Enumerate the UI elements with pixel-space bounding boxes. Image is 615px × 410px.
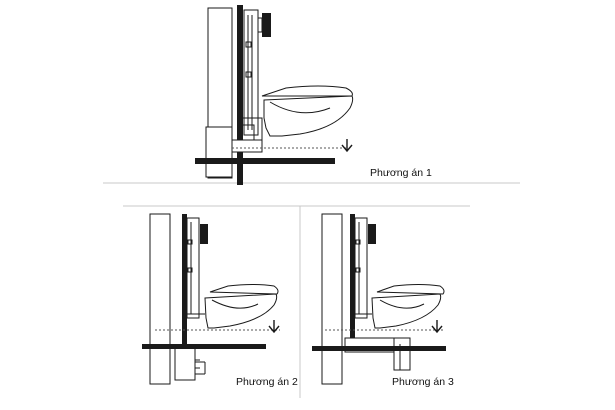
caption-option-3: Phương án 3 <box>392 376 454 388</box>
flush-plate <box>368 224 376 244</box>
drain-elbow <box>231 139 263 153</box>
height-arrow <box>268 320 280 334</box>
wall <box>321 213 343 385</box>
panel-option-3 <box>300 205 470 385</box>
height-arrow <box>341 139 353 153</box>
toilet-bowl <box>263 95 354 137</box>
cistern-tank <box>186 217 200 319</box>
toilet-inner <box>379 299 425 309</box>
cistern-valve <box>245 41 252 48</box>
cistern-frame <box>237 5 243 185</box>
toilet-inner <box>269 101 331 114</box>
toilet-seat <box>376 284 445 295</box>
flush-plate-mount <box>257 17 263 33</box>
floor-slab <box>312 346 446 351</box>
cistern-valve <box>187 267 193 273</box>
cistern-frame <box>182 214 187 354</box>
toilet-seat <box>209 284 279 295</box>
cistern-frame <box>350 214 355 344</box>
cistern-tank <box>354 217 368 319</box>
cistern-valve <box>355 239 361 245</box>
flush-plate <box>262 13 271 37</box>
cistern-valve <box>355 267 361 273</box>
toilet-bowl <box>204 293 278 329</box>
caption-option-1: Phương án 1 <box>370 167 432 179</box>
panel-option-1 <box>103 5 520 185</box>
caption-option-2: Phương án 2 <box>236 376 298 388</box>
height-arrow <box>431 320 443 334</box>
floor-slab <box>142 344 266 349</box>
drain-elbow <box>174 344 196 381</box>
wall <box>149 213 171 385</box>
drain-drop <box>393 337 411 371</box>
floor-slab <box>195 158 335 164</box>
flush-plate <box>200 224 208 244</box>
cistern-valve <box>245 71 252 78</box>
cistern-valve <box>187 239 193 245</box>
toilet-bowl <box>371 293 442 329</box>
panel-option-2 <box>123 205 301 398</box>
toilet-inner <box>211 299 259 309</box>
toilet-seat <box>261 85 353 97</box>
wall-base-block <box>205 126 233 178</box>
